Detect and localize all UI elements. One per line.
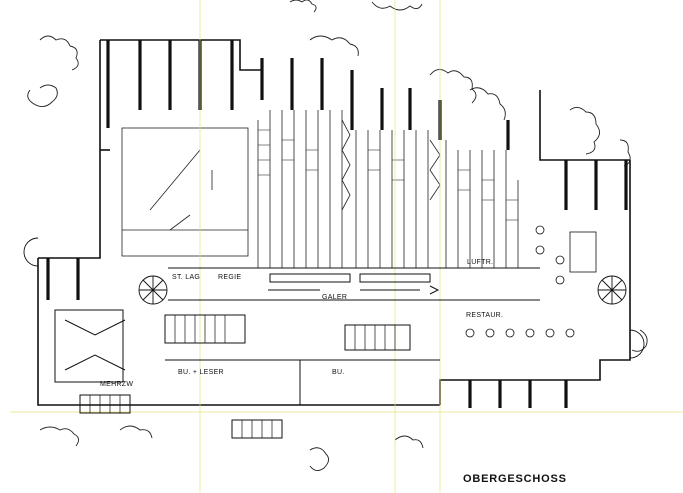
label-luftr: LUFTR. [467, 259, 493, 266]
spiral-stairs [23, 237, 645, 359]
trees [27, 0, 648, 471]
label-bu: BU. [332, 369, 345, 376]
axis-lines [10, 0, 683, 493]
step-ticks [258, 129, 518, 221]
label-regie: REGIE [218, 274, 241, 281]
label-bu-leser: BU. + LESER [178, 369, 224, 376]
label-restaur: RESTAUR. [466, 312, 503, 319]
stair-treads [89, 315, 396, 438]
drawing-title: OBERGESCHOSS [463, 473, 567, 485]
gallery-corridor [168, 267, 540, 301]
label-mehrzw: MEHRZW [100, 381, 133, 388]
hall-seating-rows [121, 110, 519, 268]
label-st-lag: ST. LAG [172, 274, 200, 281]
structural-piers [46, 40, 628, 408]
label-galer: GALER [322, 294, 347, 301]
restaurant-tables [465, 225, 597, 338]
